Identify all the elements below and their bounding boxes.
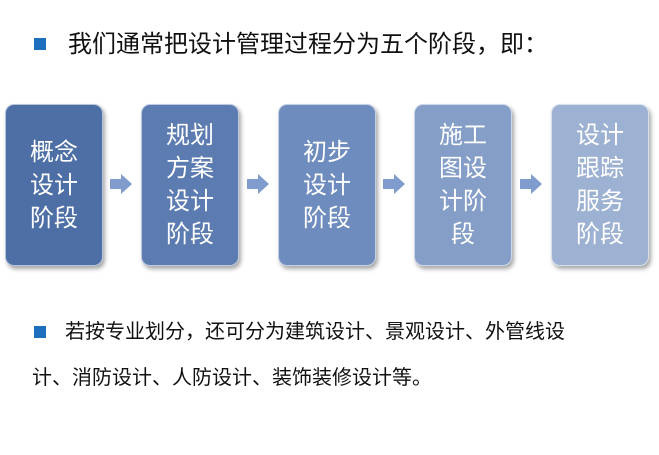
stage-box-concept: 概念设计阶段 [5, 104, 103, 266]
stage-box-tracking-service: 设计跟踪服务阶段 [551, 104, 649, 266]
stage-label: 概念设计阶段 [30, 137, 78, 232]
square-bullet-icon [34, 326, 46, 338]
right-arrow-icon [247, 174, 269, 194]
heading-bullet-row: 我们通常把设计管理过程分为五个阶段，即： [34, 30, 548, 58]
note-bullet-row: 若按专业划分，还可分为建筑设计、景观设计、外管线设计、消防设计、人防设计、装饰装… [32, 318, 634, 400]
right-arrow-icon [383, 174, 405, 194]
stage-label: 施工图设计阶段 [439, 121, 487, 248]
heading-text: 我们通常把设计管理过程分为五个阶段，即： [68, 30, 548, 58]
stage-box-planning-scheme: 规划方案设计阶段 [141, 104, 239, 266]
stage-box-construction-drawing: 施工图设计阶段 [414, 104, 512, 266]
stage-label: 初步设计阶段 [303, 137, 351, 232]
specialty-note-text: 若按专业划分，还可分为建筑设计、景观设计、外管线设计、消防设计、人防设计、装饰装… [32, 319, 565, 389]
right-arrow-icon [520, 174, 542, 194]
stage-box-preliminary: 初步设计阶段 [278, 104, 376, 266]
stage-flow-diagram: 概念设计阶段 规划方案设计阶段 初步设计阶段 施工图设计阶段 设计跟踪服务阶段 [5, 104, 649, 266]
right-arrow-icon [110, 174, 132, 194]
stage-label: 规划方案设计阶段 [166, 121, 214, 248]
square-bullet-icon [34, 38, 46, 50]
stage-label: 设计跟踪服务阶段 [576, 121, 624, 248]
